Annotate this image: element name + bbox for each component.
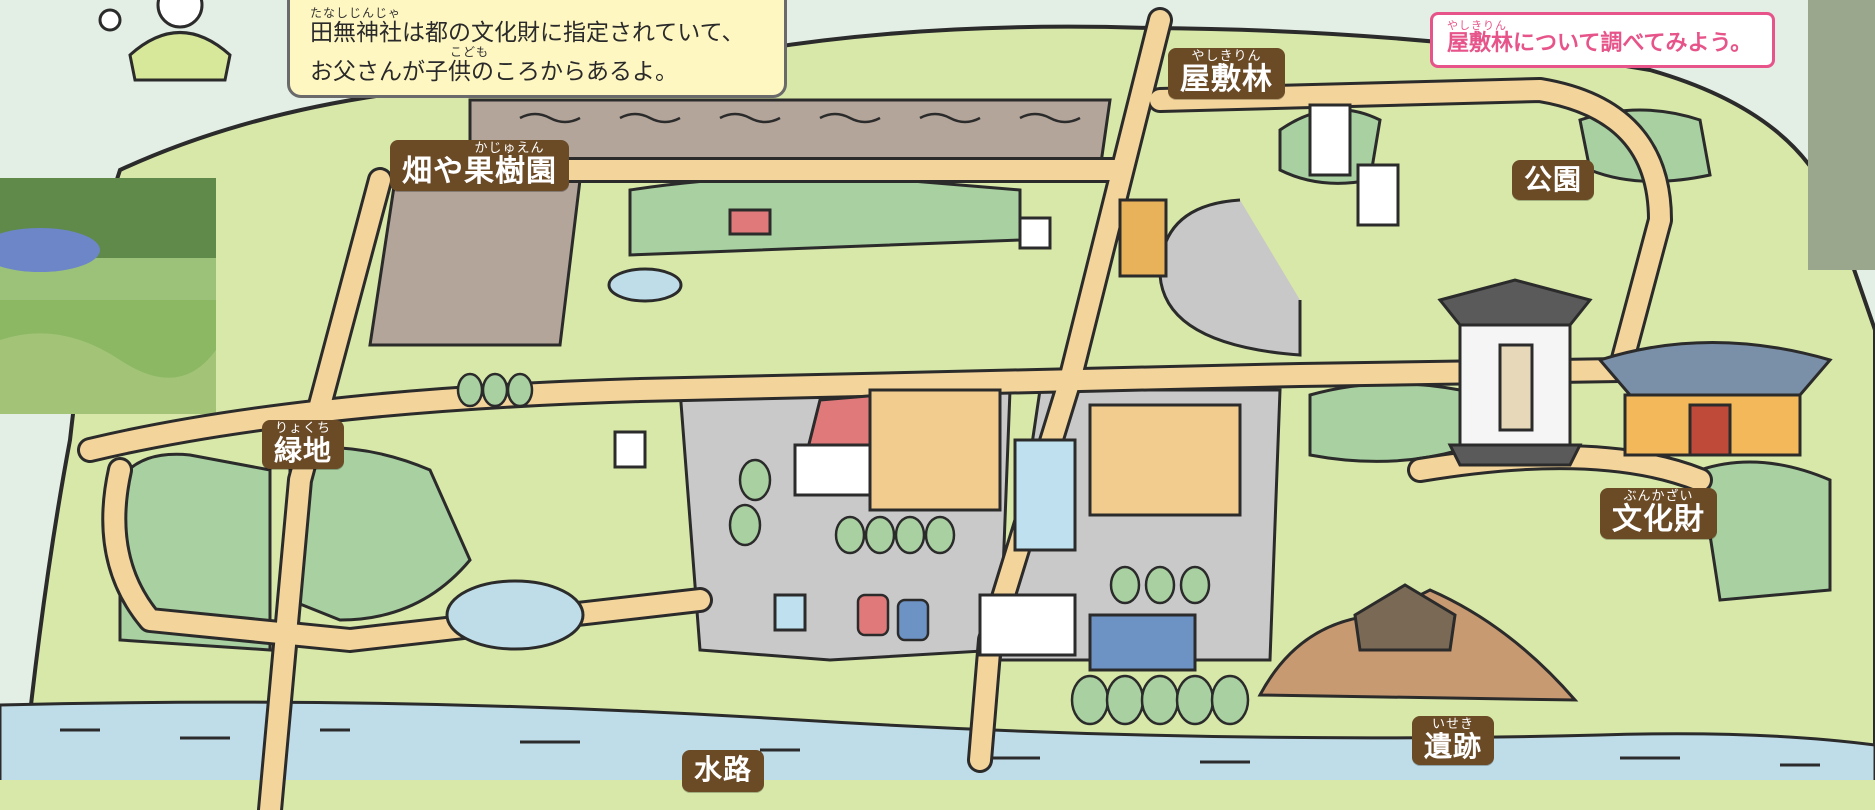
shrine-illustration [1597,341,1833,457]
label-hatake: かじゅえん 畑や果樹園 [390,140,569,191]
pond [445,579,585,651]
label-hatake-text: 畑や果樹園 [402,154,557,189]
speech-ruby-2: こども [450,45,490,60]
cars [856,593,930,642]
label-suiro: 水路 [682,750,765,792]
label-yashikirin-text: 屋敷林 [1180,62,1273,97]
character-illustration [98,0,232,82]
label-bunkazai-text: 文化財 [1612,502,1705,537]
label-ryokuchi-text: 緑地 [274,434,333,467]
speech-line-1: 田無神社は都の文化財に指定されていて、 [310,20,745,46]
speech-ruby-1: たなしじんじゃ [310,6,402,20]
fountain [607,267,683,303]
ruins-illustration [1257,583,1579,702]
right-photo-edge [1808,0,1875,270]
label-iseki: いせき 遺跡 [1412,716,1495,765]
label-hatake-ruby: かじゅえん [474,141,545,156]
label-ryokuchi: りょくち 緑地 [262,420,345,469]
label-ryokuchi-ruby: りょくち [275,421,332,436]
trees [456,372,1250,726]
label-koen: 公園 [1512,160,1595,200]
pagoda-illustration [1437,278,1593,467]
label-suiro-text: 水路 [694,753,753,786]
task-ruby: やしきりん [1447,19,1507,32]
label-iseki-text: 遺跡 [1424,730,1483,763]
task-box: やしきりん 屋敷林について調べてみよう。 [1430,12,1775,68]
left-photo [0,178,216,414]
label-iseki-ruby: いせき [1432,717,1475,732]
sports-track [1118,198,1302,357]
speech-line-2: お父さんが子供のころからあるよ。 [310,59,678,86]
task-text: 屋敷林について調べてみよう。 [1447,31,1753,56]
label-bunkazai-ruby: ぶんかざい [1623,489,1694,504]
label-yashikirin: やしきりん 屋敷林 [1168,48,1285,99]
buildings [613,103,1400,672]
label-bunkazai: ぶんかざい 文化財 [1600,488,1717,539]
label-yashikirin-ruby: やしきりん [1191,49,1262,64]
speech-bubble: たなしじんじゃ 田無神社は都の文化財に指定されていて、 こども お父さんが子供の… [287,0,787,98]
label-koen-text: 公園 [1524,163,1583,196]
